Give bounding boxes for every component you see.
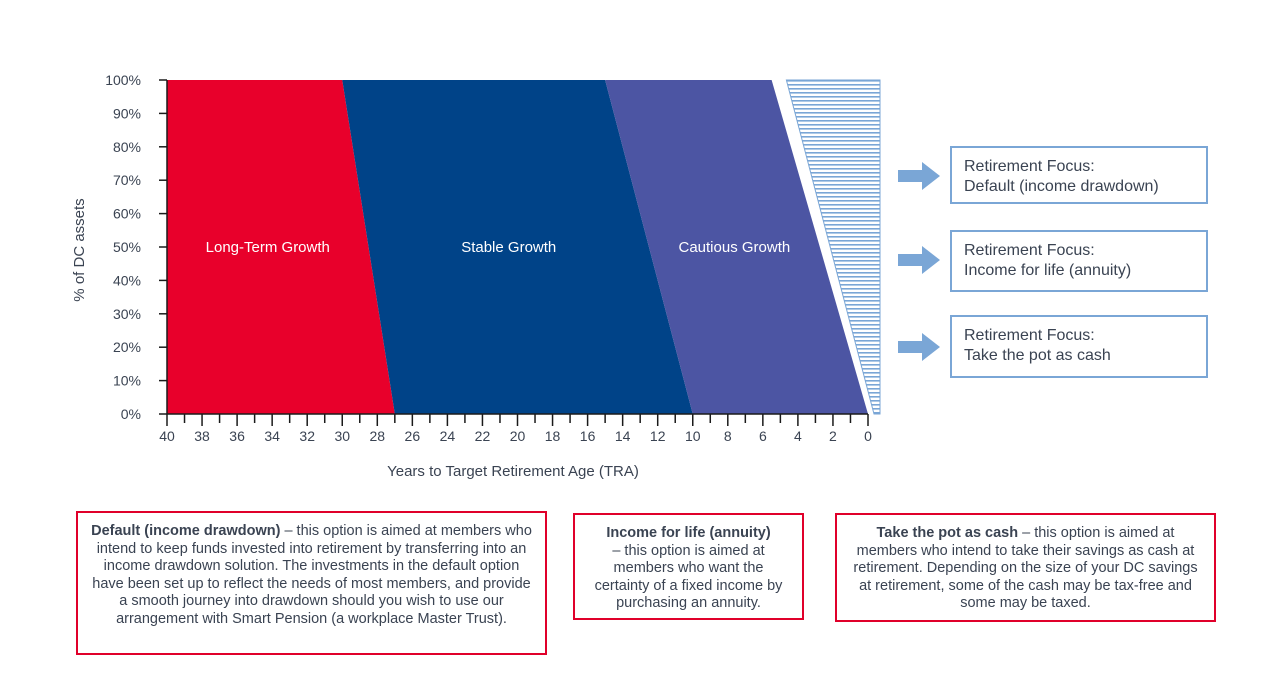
x-tick-label: 20 bbox=[510, 428, 526, 444]
arrow-right-icon bbox=[898, 162, 940, 190]
x-axis-title: Years to Target Retirement Age (TRA) bbox=[387, 463, 639, 480]
description-default: Default (income drawdown) – this option … bbox=[76, 511, 547, 655]
y-tick-label: 50% bbox=[113, 239, 141, 255]
x-tick-label: 34 bbox=[264, 428, 280, 444]
y-axis-title: % of DC assets bbox=[71, 198, 88, 301]
x-tick-label: 12 bbox=[650, 428, 666, 444]
band-label: Long-Term Growth bbox=[206, 239, 330, 256]
band-label: Cautious Growth bbox=[679, 239, 791, 256]
y-tick-label: 60% bbox=[113, 206, 141, 222]
description-title: Take the pot as cash bbox=[876, 525, 1019, 541]
x-tick-label: 38 bbox=[194, 428, 210, 444]
y-tick-label: 80% bbox=[113, 139, 141, 155]
focus-line1: Retirement Focus: bbox=[964, 242, 1095, 259]
chart-axes bbox=[159, 79, 869, 426]
description-cash: Take the pot as cash – this option is ai… bbox=[835, 513, 1216, 622]
x-tick-label: 40 bbox=[159, 428, 175, 444]
x-tick-label: 24 bbox=[440, 428, 456, 444]
focus-box-cash: Retirement Focus: Take the pot as cash bbox=[950, 315, 1208, 378]
focus-box-annuity: Retirement Focus: Income for life (annui… bbox=[950, 230, 1208, 292]
y-tick-label: 40% bbox=[113, 272, 141, 288]
y-tick-label: 10% bbox=[113, 373, 141, 389]
x-tick-label: 2 bbox=[829, 428, 837, 444]
x-tick-label: 18 bbox=[545, 428, 561, 444]
description-text: – this option is aimed at members who wa… bbox=[594, 542, 783, 612]
x-tick-label: 36 bbox=[229, 428, 245, 444]
x-tick-label: 8 bbox=[724, 428, 732, 444]
glidepath-chart: Long-Term Growth Stable Growth Cautious Gr… bbox=[71, 72, 881, 480]
y-tick-label: 30% bbox=[113, 306, 141, 322]
band-2 bbox=[342, 80, 693, 414]
y-tick-label: 100% bbox=[105, 72, 141, 88]
description-title: Default (income drawdown) bbox=[91, 523, 281, 539]
x-tick-label: 4 bbox=[794, 428, 802, 444]
x-tick-label: 26 bbox=[405, 428, 421, 444]
x-tick-label: 28 bbox=[370, 428, 386, 444]
y-tick-label: 90% bbox=[113, 105, 141, 121]
band-label: Stable Growth bbox=[461, 239, 556, 256]
focus-box-default: Retirement Focus: Default (income drawdo… bbox=[950, 146, 1208, 204]
description-title: Income for life (annuity) bbox=[606, 525, 771, 541]
focus-line1: Retirement Focus: bbox=[964, 158, 1095, 175]
chart-band-labels: Long-Term Growth Stable Growth Cautious Gr… bbox=[206, 239, 791, 256]
x-tick-label: 22 bbox=[475, 428, 491, 444]
x-tick-label: 32 bbox=[299, 428, 315, 444]
x-tick-label: 30 bbox=[334, 428, 350, 444]
x-tick-label: 10 bbox=[685, 428, 701, 444]
focus-line2: Default (income drawdown) bbox=[964, 178, 1159, 195]
arrow-right-icon bbox=[898, 246, 940, 274]
y-tick-label: 70% bbox=[113, 172, 141, 188]
band-3 bbox=[605, 80, 868, 414]
y-tick-label: 0% bbox=[121, 406, 141, 422]
description-annuity: Income for life (annuity) – this option … bbox=[573, 513, 804, 620]
band-1 bbox=[167, 80, 395, 414]
x-tick-label: 14 bbox=[615, 428, 631, 444]
x-tick-label: 6 bbox=[759, 428, 767, 444]
focus-line1: Retirement Focus: bbox=[964, 327, 1095, 344]
x-tick-label: 16 bbox=[580, 428, 596, 444]
focus-line2: Take the pot as cash bbox=[964, 347, 1111, 364]
y-tick-labels: 0% 10% 20% 30% 40% 50% 60% 70% 80% 90% 100% bbox=[105, 72, 141, 422]
y-tick-label: 20% bbox=[113, 339, 141, 355]
chart-bands bbox=[167, 79, 881, 415]
description-text: – this option is aimed at members who in… bbox=[92, 523, 532, 627]
arrow-right-icon bbox=[898, 333, 940, 361]
x-tick-label: 0 bbox=[864, 428, 872, 444]
focus-line2: Income for life (annuity) bbox=[964, 262, 1132, 279]
description-text: – this option is aimed at members who in… bbox=[853, 525, 1198, 611]
band-cash-hatched bbox=[785, 79, 881, 415]
